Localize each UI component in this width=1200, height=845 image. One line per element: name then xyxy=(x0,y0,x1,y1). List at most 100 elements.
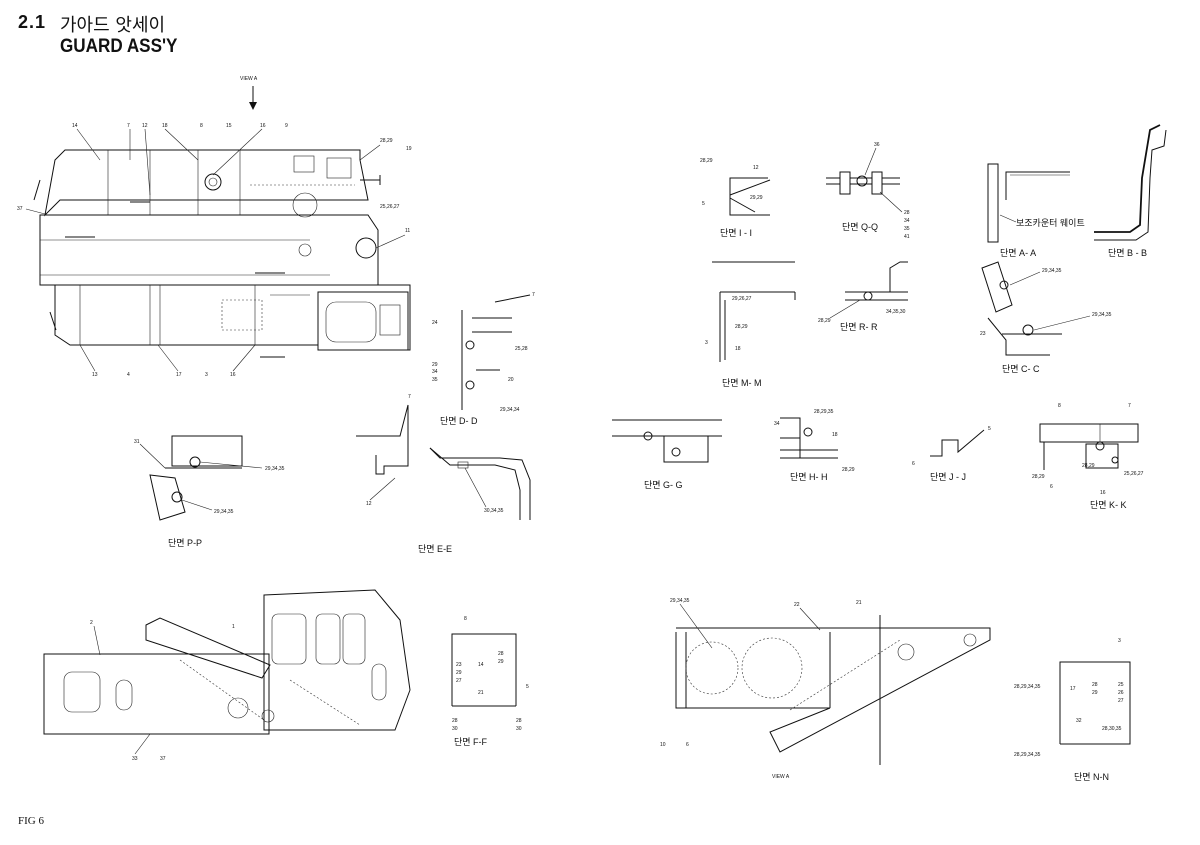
callout: 29,34,34 xyxy=(500,407,520,413)
callout: 29 xyxy=(1092,690,1098,696)
section-j-j-caption: 단면 J - J xyxy=(930,472,966,482)
callout: 6 xyxy=(1050,484,1053,490)
callout: 8 xyxy=(464,616,467,622)
callout: 28,30,35 xyxy=(1102,726,1122,732)
callout: 10 xyxy=(660,742,666,748)
callout: 29,34,35 xyxy=(214,509,234,515)
section-m-m-caption: 단면 M- M xyxy=(722,378,762,388)
main-top-view: VIEW A xyxy=(17,76,412,378)
callout: 9 xyxy=(285,123,288,129)
callout: 23 xyxy=(456,662,462,668)
callout: 35 xyxy=(432,377,438,383)
callout: 30 xyxy=(452,726,458,732)
callout: 25,26,27 xyxy=(1124,471,1144,477)
callout: 13 xyxy=(92,372,98,378)
callout: 30 xyxy=(516,726,522,732)
callout: 36 xyxy=(874,142,880,148)
section-f-f-caption: 단면 F-F xyxy=(454,737,488,747)
callout: 19 xyxy=(406,146,412,152)
callout: 32 xyxy=(1076,718,1082,724)
callout: 14 xyxy=(72,123,78,129)
callout: 1 xyxy=(232,624,235,630)
callout: 28,29,35 xyxy=(814,409,834,415)
callout: 25 xyxy=(1118,682,1124,688)
callout: 7 xyxy=(532,292,535,298)
callout: 15 xyxy=(226,123,232,129)
upper-guard-panel xyxy=(44,149,369,217)
callout: 17 xyxy=(176,372,182,378)
callout: 28,29 xyxy=(1032,474,1045,480)
callout: 11 xyxy=(405,228,410,234)
section-b-b-caption: 단면 B - B xyxy=(1108,248,1147,258)
callout: 29,34,35 xyxy=(1092,312,1112,318)
callout: 28,29 xyxy=(818,318,831,324)
callout: 41 xyxy=(904,234,910,240)
callout: 33 xyxy=(132,756,138,762)
callout: 28,29 xyxy=(842,467,855,473)
section-d-d: 7 24 25,28 29 34 35 20 29,34,34 단면 D- D xyxy=(432,292,535,426)
lower-guard-panel xyxy=(54,284,411,351)
callout: 17 xyxy=(1070,686,1076,692)
callout: 28,29 xyxy=(735,324,748,330)
section-c-c: 29,34,35 29,34,35 23 단면 C- C xyxy=(980,261,1112,374)
callout: 34 xyxy=(904,218,910,224)
view-a-label-top: VIEW A xyxy=(240,76,258,82)
section-p-p-caption: 단면 P-P xyxy=(168,538,202,548)
section-p-p: 31 29,34,35 29,34,35 단면 P-P xyxy=(134,435,285,548)
section-g-g: 단면 G- G xyxy=(612,419,722,490)
callout: 28,29,34,35 xyxy=(1014,752,1041,758)
callout: 25,26,27 xyxy=(380,204,400,210)
section-f-f: 8 23 29 27 14 28 29 21 5 28 30 28 30 단면 … xyxy=(451,616,529,747)
callout: 28 xyxy=(452,718,458,724)
section-a-a: 보조카운터 웨이트 단면 A- A xyxy=(987,163,1085,258)
callout: 3 xyxy=(205,372,208,378)
callout: 16 xyxy=(230,372,236,378)
callout: 31 xyxy=(134,439,140,445)
section-e-e-caption: 단면 E-E xyxy=(418,544,452,554)
callout: 24 xyxy=(432,320,438,326)
section-e-e: 7 12 30,34,35 단면 E-E xyxy=(356,394,531,554)
section-n-n-caption: 단면 N-N xyxy=(1074,772,1109,782)
callout: 37 xyxy=(160,756,166,762)
callout: 7 xyxy=(127,123,130,129)
callout: 30,34,35 xyxy=(484,508,504,514)
callout: 28 xyxy=(498,651,504,657)
callout: 28 xyxy=(904,210,910,216)
callout: 5 xyxy=(526,684,529,690)
callout: 28,29 xyxy=(700,158,713,164)
callout: 35 xyxy=(904,226,910,232)
section-n-n: 3 28,29,34,35 17 28 29 25 26 27 32 28,30… xyxy=(1014,638,1131,782)
figure-label: FIG 6 xyxy=(18,815,44,827)
callout: 23 xyxy=(980,331,986,337)
callout: 12 xyxy=(366,501,372,507)
callout: 16 xyxy=(1100,490,1106,496)
callout: 6 xyxy=(912,461,915,467)
section-i-i-caption: 단면 I - I xyxy=(720,228,752,238)
callout: 29 xyxy=(498,659,504,665)
callout: 27 xyxy=(1118,698,1124,704)
section-r-r-caption: 단면 R- R xyxy=(840,322,878,332)
callout: 27 xyxy=(456,678,462,684)
callout: 29 xyxy=(456,670,462,676)
callout: 26 xyxy=(1118,690,1124,696)
callout: 18 xyxy=(735,346,741,352)
section-q-q-caption: 단면 Q-Q xyxy=(842,222,878,232)
callout: 28,29,34,35 xyxy=(1014,684,1041,690)
section-j-j: 5 6 단면 J - J xyxy=(912,426,991,482)
section-h-h-caption: 단면 H- H xyxy=(790,472,828,482)
callout: 29,26,27 xyxy=(732,296,752,302)
callout: 7 xyxy=(1128,403,1131,409)
callout: 8 xyxy=(200,123,203,129)
section-q-q: 36 28 34 35 41 단면 Q-Q xyxy=(826,142,910,240)
callout: 2 xyxy=(90,620,93,626)
callout: 37 xyxy=(17,206,23,212)
section-k-k: 8 7 28,29 28,29 25,26,27 6 16 단면 K- K xyxy=(1032,403,1144,510)
callout: 34 xyxy=(432,369,438,375)
callout: 28,29 xyxy=(1082,463,1095,469)
callout: 21 xyxy=(856,600,862,606)
callout: 18 xyxy=(162,123,168,129)
center-body xyxy=(39,214,379,286)
callout: 28 xyxy=(1092,682,1098,688)
